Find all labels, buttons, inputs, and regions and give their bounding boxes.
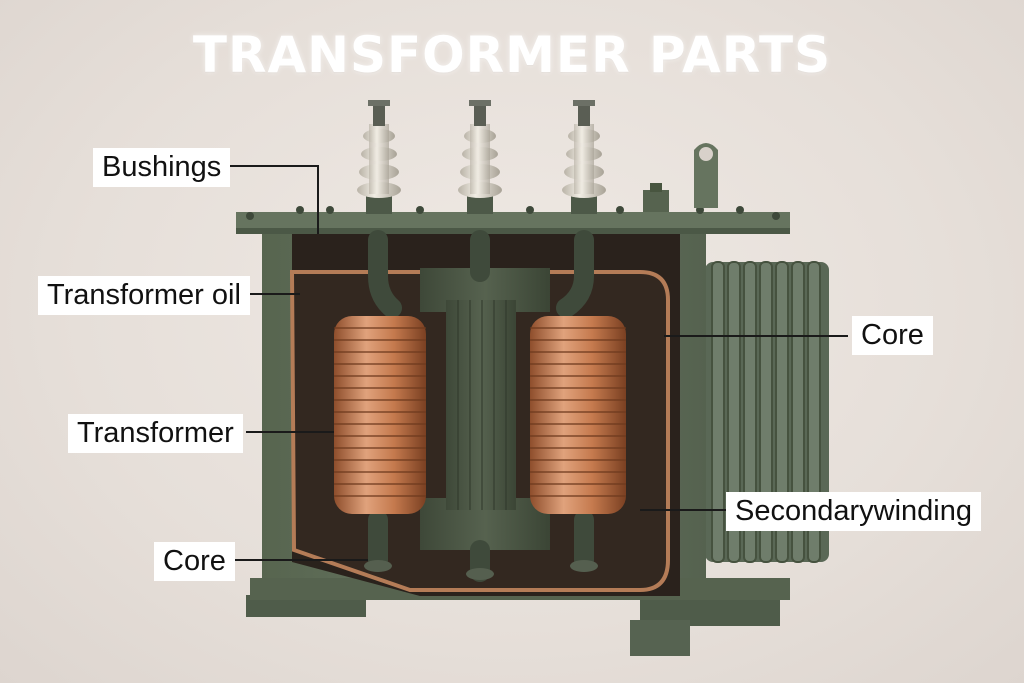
label-transformer: Transformer bbox=[68, 414, 243, 453]
leader-lines bbox=[226, 165, 848, 561]
label-core-left: Core bbox=[154, 542, 235, 581]
bushing-left bbox=[357, 100, 401, 214]
diagram-title: TRANSFORMER PARTS bbox=[192, 26, 832, 84]
leader-bushings bbox=[226, 165, 319, 234]
label-secondary-winding: Secondarywinding bbox=[726, 492, 981, 531]
primary-winding bbox=[334, 316, 426, 514]
tank-feet bbox=[246, 595, 780, 656]
bushing-right bbox=[562, 100, 606, 214]
label-bushings: Bushings bbox=[93, 148, 231, 187]
bushing-middle bbox=[458, 100, 502, 214]
bushings bbox=[357, 100, 606, 214]
tank-cutaway bbox=[289, 230, 680, 596]
label-transformer-oil: Transformer oil bbox=[38, 276, 250, 315]
secondary-winding bbox=[530, 316, 626, 514]
label-core-right: Core bbox=[852, 316, 933, 355]
core bbox=[420, 268, 550, 550]
